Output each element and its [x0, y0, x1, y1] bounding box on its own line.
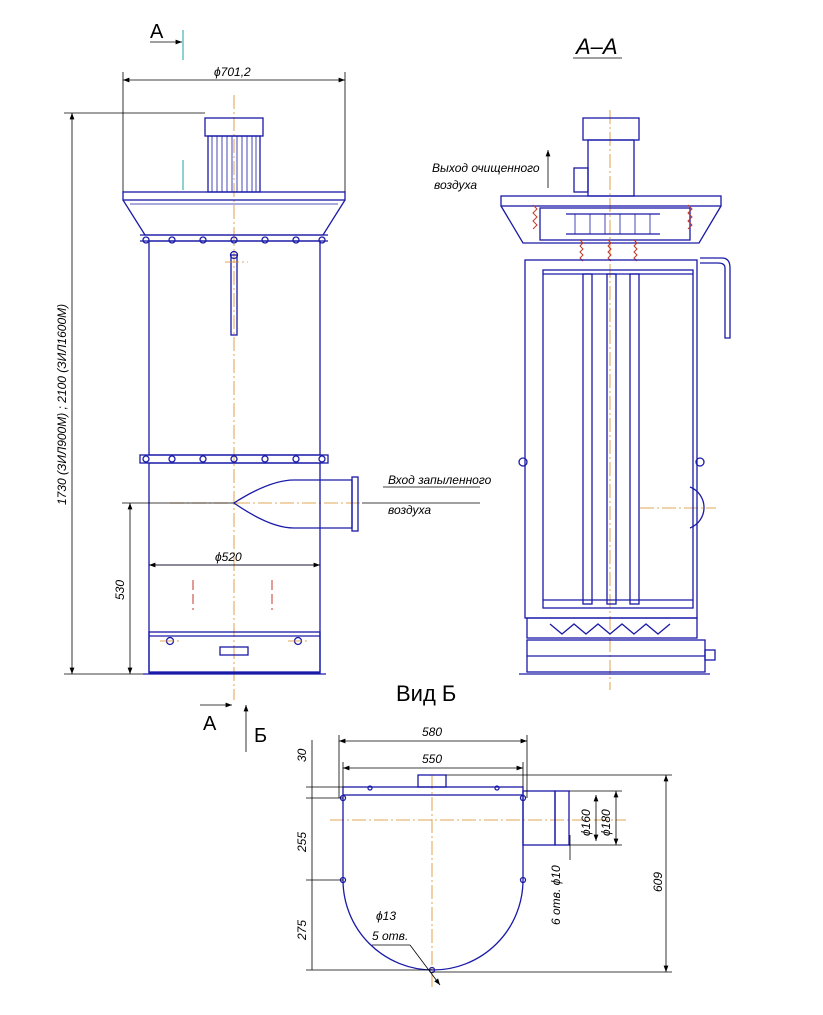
section-mark-top: А	[150, 21, 164, 43]
dim-609: 609	[651, 872, 665, 892]
view-b	[306, 735, 672, 988]
dim-275: 275	[295, 920, 309, 941]
dim-holes-13-a: ϕ13	[376, 909, 396, 923]
section-title: А–А	[574, 34, 618, 59]
dim-holes-13-b: 5 отв.	[372, 929, 408, 943]
dim-flange-160: ϕ160	[579, 809, 593, 836]
view-mark-bottom: Б	[254, 725, 267, 747]
dim-580: 580	[422, 725, 442, 739]
dim-body-diameter: ϕ520	[215, 550, 242, 564]
motor	[204, 117, 264, 193]
dim-255: 255	[295, 832, 309, 853]
dim-holes-10: 6 отв. ϕ10	[549, 865, 563, 925]
inlet-label-2: воздуха	[388, 503, 431, 517]
dim-height-inlet: 530	[113, 580, 127, 600]
front-view	[64, 30, 480, 752]
section-mark-bottom: А	[203, 713, 217, 735]
dim-height-total: 1730 (ЗИЛ900М) ; 2100 (ЗИЛ1600М)	[55, 304, 69, 505]
outlet-label-1: Выход очищенного	[432, 161, 540, 175]
dim-top-diameter: ϕ701,2	[214, 65, 251, 79]
dim-30: 30	[295, 748, 309, 762]
inlet-label-1: Вход запыленного	[388, 473, 492, 487]
section-view	[500, 57, 731, 690]
dim-flange-180: ϕ180	[599, 809, 613, 836]
view-title: Вид Б	[396, 681, 456, 706]
outlet-label-2: воздуха	[434, 178, 477, 192]
dim-550: 550	[422, 752, 442, 766]
